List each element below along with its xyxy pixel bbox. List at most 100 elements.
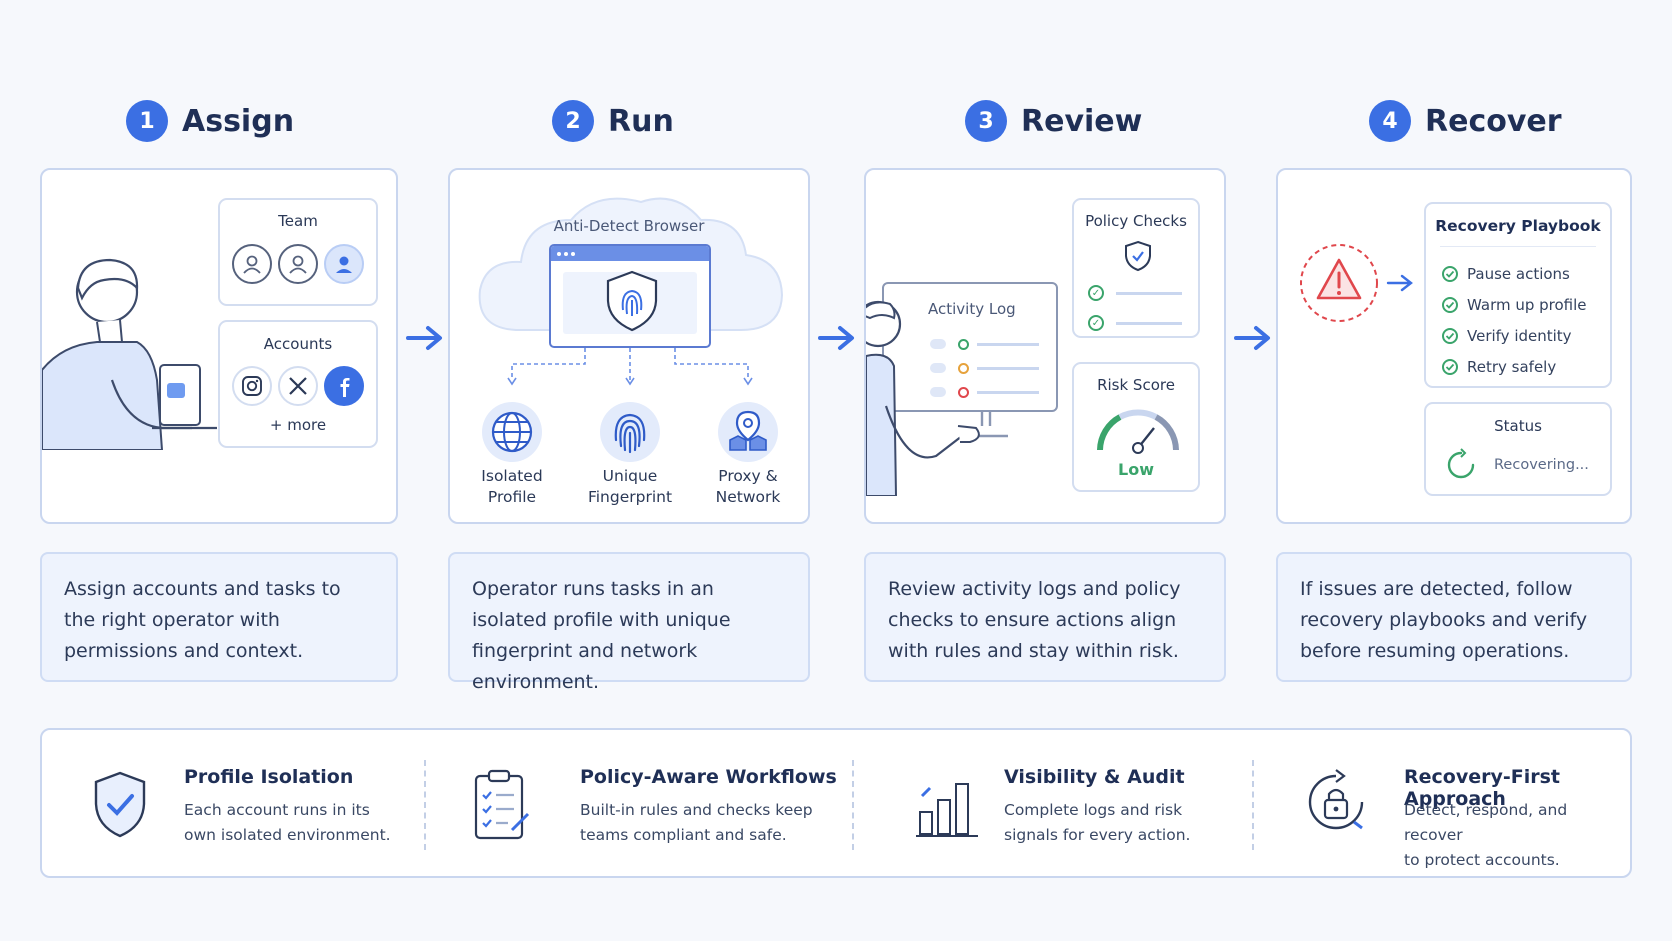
playbook-list: Pause actions Warm up profile Verify ide… — [1442, 258, 1587, 382]
assign-panel: Team Accounts + more — [40, 168, 398, 524]
step-title: Assign — [182, 103, 295, 139]
policy-checks-card: Policy Checks ✓ ✓ — [1072, 198, 1200, 338]
step-number: 3 — [965, 100, 1007, 142]
x-twitter-icon — [278, 366, 318, 406]
feature-policy-aware-workflows: Policy-Aware Workflows Built-in rules an… — [428, 730, 848, 880]
status-label: Status — [1494, 417, 1542, 435]
features-footer: Profile Isolation Each account runs in i… — [40, 728, 1632, 878]
risk-score-card: Risk Score Low — [1072, 362, 1200, 492]
policy-checks-label: Policy Checks — [1085, 212, 1187, 230]
check-icon: ✓ — [1088, 315, 1104, 331]
isolated-profile-feature — [482, 402, 542, 462]
fingerprint-icon — [614, 413, 646, 454]
risk-score-value: Low — [1118, 460, 1154, 479]
step-title: Recover — [1425, 103, 1562, 139]
accounts-label: Accounts — [263, 335, 333, 353]
review-panel: Activity Log Policy Checks ✓ ✓ Risk Scor… — [864, 168, 1226, 524]
shield-check-icon — [94, 771, 146, 838]
team-member-icon — [232, 244, 272, 284]
lock-refresh-icon — [1308, 769, 1364, 830]
arrow-right-icon — [818, 326, 854, 350]
arrow-right-icon — [406, 326, 442, 350]
step-number: 4 — [1369, 100, 1411, 142]
arrow-right-icon — [1234, 326, 1270, 350]
facebook-icon — [324, 366, 364, 406]
activity-log-label: Activity Log — [928, 300, 1016, 318]
feature-title: Policy-Aware Workflows — [580, 766, 837, 788]
operator-illustration-icon — [42, 258, 217, 450]
feature-recovery-first: Recovery-First Approach Detect, respond,… — [1256, 730, 1630, 880]
log-rows — [930, 332, 1039, 404]
check-icon — [1442, 265, 1458, 282]
review-description: Review activity logs and policy checks t… — [864, 552, 1226, 682]
status-value: Recovering... — [1494, 457, 1589, 473]
feature-visibility-audit: Visibility & Audit Complete logs and ris… — [856, 730, 1256, 880]
check-icon — [1442, 327, 1458, 344]
assign-description: Assign accounts and tasks to the right o… — [40, 552, 398, 682]
feature-title: Profile Isolation — [184, 766, 354, 788]
step-header-recover: 4 Recover — [1369, 98, 1562, 144]
connector-lines — [507, 348, 753, 386]
accounts-card: Accounts + more — [218, 320, 378, 448]
step-header-assign: 1 Assign — [126, 98, 294, 144]
playbook-item: Warm up profile — [1442, 289, 1587, 320]
check-icon: ✓ — [1088, 285, 1104, 301]
instagram-icon — [232, 366, 272, 406]
playbook-item: Verify identity — [1442, 320, 1587, 351]
more-accounts-label: + more — [269, 416, 327, 434]
divider — [852, 760, 854, 850]
proxy-network-feature — [718, 402, 778, 462]
refresh-spinner-icon — [1447, 448, 1475, 479]
feature-title: Recovery-First Approach — [1404, 766, 1560, 810]
feature-title: Visibility & Audit — [1004, 766, 1185, 788]
shield-fingerprint-icon — [606, 270, 658, 332]
feature-profile-isolation: Profile Isolation Each account runs in i… — [42, 730, 422, 880]
divider — [424, 760, 426, 850]
playbook-item: Retry safely — [1442, 351, 1587, 382]
unique-fingerprint-feature — [600, 402, 660, 462]
playbook-title: Recovery Playbook — [1435, 217, 1601, 235]
browser-window — [549, 244, 711, 348]
status-dot-orange — [958, 362, 969, 374]
step-number: 2 — [552, 100, 594, 142]
risk-score-label: Risk Score — [1097, 376, 1175, 394]
activity-monitor: Activity Log — [882, 282, 1058, 412]
location-pin-icon — [729, 410, 767, 451]
step-number: 1 — [126, 100, 168, 142]
team-label: Team — [278, 212, 318, 230]
bar-chart-icon — [916, 783, 978, 837]
status-card: Status Recovering... — [1424, 402, 1612, 496]
globe-icon — [491, 411, 533, 453]
check-icon — [1442, 358, 1458, 375]
status-dot-red — [958, 386, 969, 398]
team-member-icon — [278, 244, 318, 284]
shield-check-icon — [1125, 240, 1151, 272]
recover-panel: Recovery Playbook Pause actions Warm up … — [1276, 168, 1632, 524]
recovery-playbook-card: Recovery Playbook Pause actions Warm up … — [1424, 202, 1612, 388]
warning-alert-icon — [1300, 244, 1378, 322]
gauge-icon — [1097, 409, 1179, 454]
step-title: Review — [1021, 103, 1143, 139]
step-header-review: 3 Review — [965, 98, 1142, 144]
divider — [1252, 760, 1254, 850]
browser-label: Anti-Detect Browser — [553, 217, 705, 235]
run-description: Operator runs tasks in an isolated profi… — [448, 552, 810, 693]
status-dot-green — [958, 338, 969, 350]
check-icon — [1442, 296, 1458, 313]
playbook-item: Pause actions — [1442, 258, 1587, 289]
clipboard-checklist-icon — [474, 769, 530, 840]
team-card: Team — [218, 198, 378, 306]
step-header-run: 2 Run — [552, 98, 674, 144]
small-arrow-right-icon — [1386, 274, 1413, 292]
feature-label: Proxy &Network — [715, 467, 781, 506]
step-title: Run — [608, 103, 674, 139]
reviewer-illustration-icon — [866, 300, 980, 496]
team-member-selected-icon — [324, 244, 364, 284]
